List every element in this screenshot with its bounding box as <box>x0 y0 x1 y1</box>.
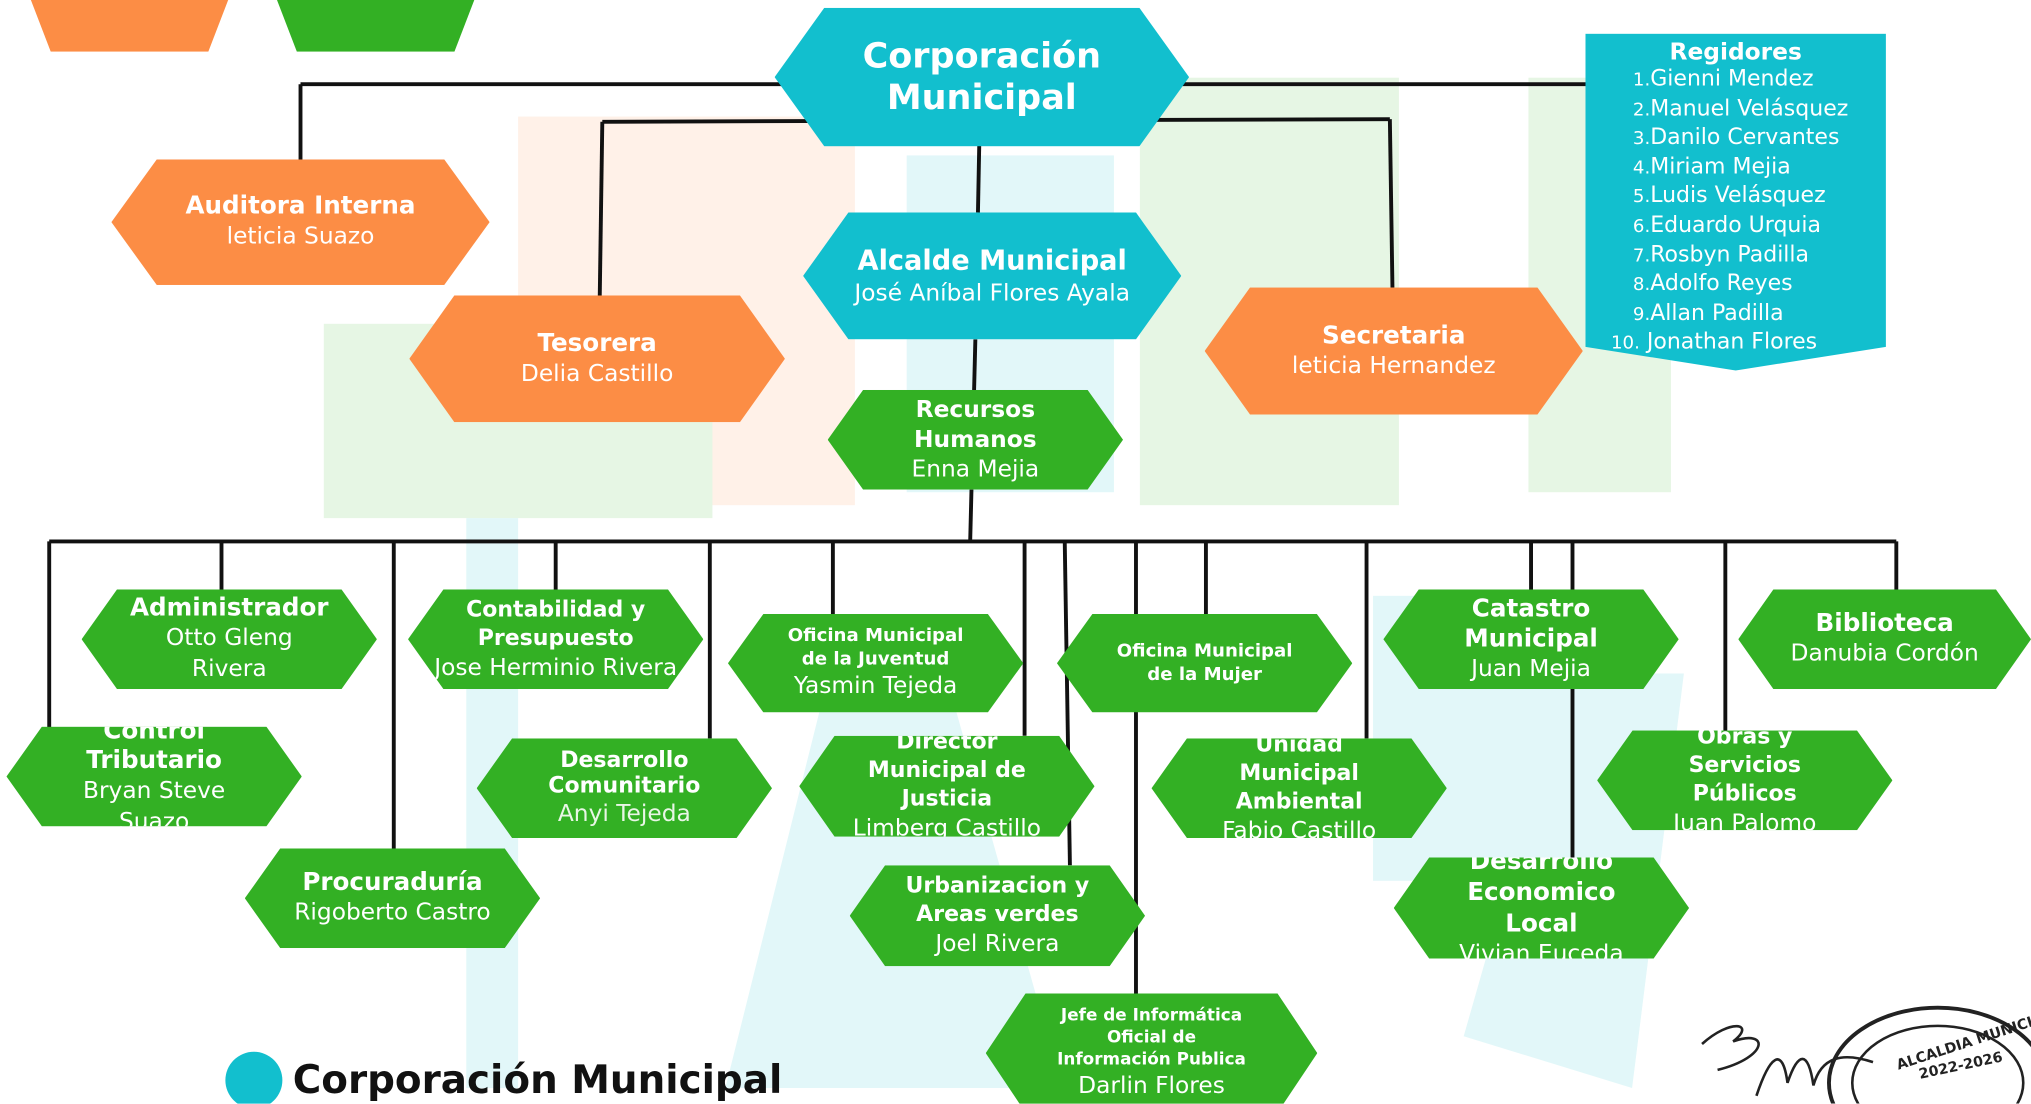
node-tesorera: Tesorera Delia Castillo <box>409 295 785 423</box>
node-person: Anyi Tejeda <box>557 799 691 828</box>
node-informatica: Jefe de Informática Oficial de Informaci… <box>985 993 1318 1104</box>
node-person: Danubia Cordón <box>1790 639 1979 668</box>
node-person: leticia Suazo <box>226 222 375 250</box>
list-item: 8.Adolfo Reyes <box>1632 270 1793 297</box>
node-title: Jefe de Informática Oficial de Informaci… <box>1057 1005 1246 1070</box>
node-title: Desarrollo Comunitario <box>548 746 701 799</box>
list-item: 6.Eduardo Urquia <box>1632 212 1822 239</box>
node-urbanizacion: Urbanizacion y Areas verdes Joel Rivera <box>849 865 1146 967</box>
node-person: Vivian Euceda <box>1459 940 1624 968</box>
list-item: 5.Ludis Velásquez <box>1632 183 1826 210</box>
node-director-justicia: Director Municipal de Justicia Limberg C… <box>799 735 1095 837</box>
node-person: leticia Hernandez <box>1291 351 1496 379</box>
node-person: Otto Gleng Rivera <box>165 624 293 683</box>
node-title: Obras y Servicios Públicos <box>1688 723 1801 807</box>
node-title: Control Tributario <box>86 715 222 774</box>
node-title: Secretaria <box>1322 320 1466 350</box>
node-title: Oficina Municipal de la Mujer <box>1116 641 1293 686</box>
node-title: Recursos Humanos <box>914 395 1037 453</box>
node-corporacion-municipal: Corporación Municipal <box>774 7 1190 147</box>
node-person: Juan Mejia <box>1471 654 1591 682</box>
list-item: 4.Miriam Mejia <box>1632 153 1791 180</box>
legend-label: Corporación Municipal <box>292 1057 783 1103</box>
node-administrador: Administrador Otto Gleng Rivera <box>81 589 377 690</box>
node-person: José Aníbal Flores Ayala <box>854 279 1130 307</box>
node-person: Fabio Castillo <box>1222 816 1377 844</box>
node-unidad-ambiental: Unidad Municipal Ambiental Fabio Castill… <box>1151 738 1447 839</box>
node-desarrollo-economico: Desarrollo Economico Local Vivian Euceda <box>1393 857 1690 959</box>
node-title: Desarrollo Economico Local <box>1467 847 1616 938</box>
node-person: Rigoberto Castro <box>294 898 491 927</box>
node-secretaria: Secretaria leticia Hernandez <box>1204 287 1583 415</box>
node-obras-servicios: Obras y Servicios Públicos Juan Palomo <box>1597 730 1893 831</box>
partial-green-hex <box>272 0 480 52</box>
node-person: Darlin Flores <box>1078 1071 1225 1100</box>
node-title: Corporación Municipal <box>862 35 1102 118</box>
node-procuraduria: Procuraduría Rigoberto Castro <box>244 848 541 949</box>
node-oficina-juventud: Oficina Municipal de la Juventud Yasmin … <box>727 613 1024 713</box>
node-title: Urbanizacion y Areas verdes <box>905 873 1090 928</box>
list-item: 9.Allan Padilla <box>1632 300 1784 327</box>
list-item: 7.Rosbyn Padilla <box>1632 241 1810 268</box>
node-contabilidad-presupuesto: Contabilidad y Presupuesto Jose Herminio… <box>408 589 704 690</box>
list-item: 1.Gienni Mendez <box>1632 66 1814 92</box>
node-person: Enna Mejia <box>911 455 1040 483</box>
node-control-tributario: Control Tributario Bryan Steve Suazo <box>6 726 302 827</box>
list-item: 10. Jonathan Flores <box>1611 329 1818 356</box>
node-recursos-humanos: Recursos Humanos Enna Mejia <box>827 389 1124 490</box>
node-person: Bryan Steve Suazo <box>82 776 226 835</box>
node-auditora-interna: Auditora Interna leticia Suazo <box>111 159 490 285</box>
partial-orange-hex <box>25 0 234 52</box>
node-catastro-municipal: Catastro Municipal Juan Mejia <box>1383 589 1679 690</box>
list-item: 3.Danilo Cervantes <box>1632 124 1840 151</box>
node-person: Joel Rivera <box>935 930 1060 958</box>
node-biblioteca: Biblioteca Danubia Cordón <box>1738 589 2031 690</box>
node-person: Jose Herminio Rivera <box>434 653 678 681</box>
node-title: Contabilidad y Presupuesto <box>466 596 646 651</box>
signature-stamp: ALCALDIA MUNICIPAL 2022-2026 <box>1701 1005 2031 1104</box>
legend: Corporación Municipal <box>225 1051 783 1104</box>
regidores-panel: Regidores 1.Gienni Mendez 2.Manuel Velás… <box>1585 33 1886 371</box>
node-person: Yasmin Tejeda <box>793 672 958 700</box>
list-item: 2.Manuel Velásquez <box>1632 95 1849 122</box>
node-title: Director Municipal de Justicia <box>867 729 1026 813</box>
node-title: Alcalde Municipal <box>857 244 1127 276</box>
node-title: Tesorera <box>537 328 657 357</box>
node-title: Procuraduría <box>302 867 483 897</box>
legend-swatch <box>225 1051 283 1104</box>
node-title: Catastro Municipal <box>1464 593 1598 653</box>
node-oficina-mujer: Oficina Municipal de la Mujer <box>1056 613 1353 713</box>
node-title: Biblioteca <box>1815 608 1954 638</box>
node-desarrollo-comunitario: Desarrollo Comunitario Anyi Tejeda <box>476 738 772 839</box>
node-person: Limberg Castillo <box>852 814 1041 842</box>
regidores-title: Regidores <box>1669 38 1802 67</box>
node-title: Administrador <box>129 593 329 622</box>
node-person: Delia Castillo <box>520 359 674 387</box>
node-person: Juan Palomo <box>1673 808 1817 837</box>
node-title: Unidad Municipal Ambiental <box>1235 731 1363 815</box>
node-title: Oficina Municipal de la Juventud <box>787 625 964 670</box>
node-title: Auditora Interna <box>185 191 416 221</box>
node-alcalde-municipal: Alcalde Municipal José Aníbal Flores Aya… <box>803 212 1182 340</box>
regidores-list: 1.Gienni Mendez 2.Manuel Velásquez 3.Dan… <box>1585 66 1886 359</box>
